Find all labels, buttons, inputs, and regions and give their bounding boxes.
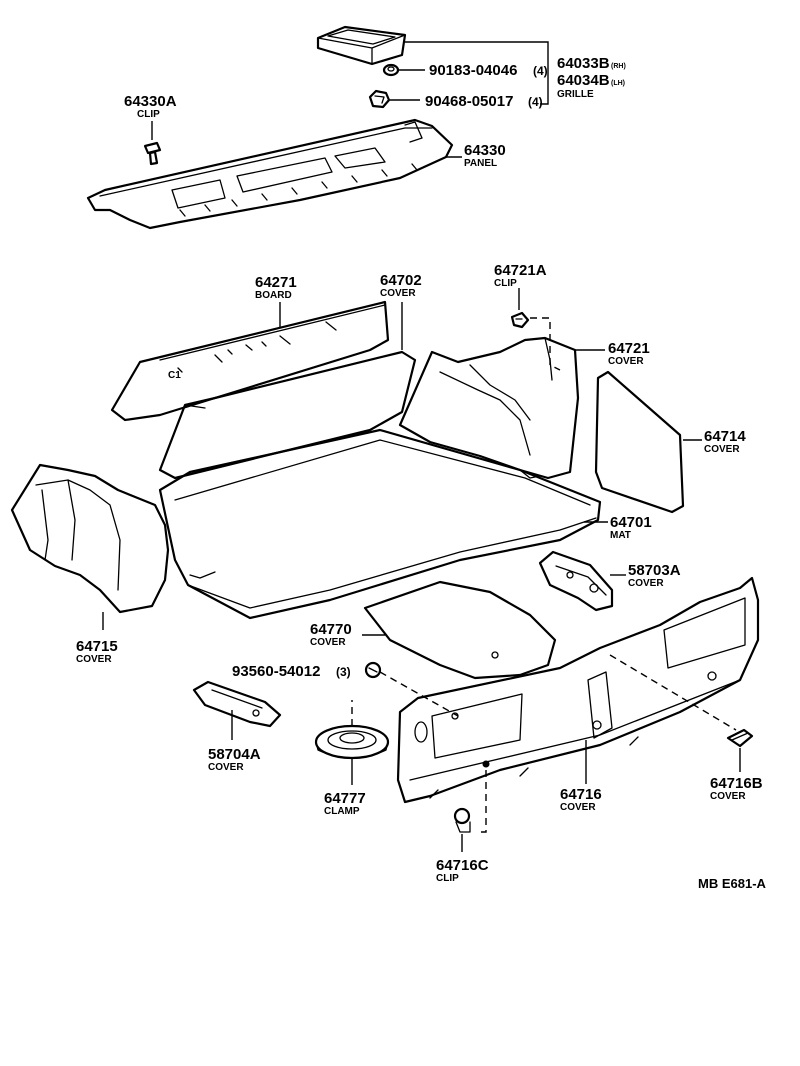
part-number-58704a: 58704A xyxy=(208,746,261,763)
clip-64330a-drawing xyxy=(143,141,162,166)
qty-90468: (4) xyxy=(528,95,543,109)
part-name-clip-64721a: CLIP xyxy=(494,278,517,289)
qty-93560: (3) xyxy=(336,665,351,679)
clip-64721a-drawing xyxy=(510,311,530,329)
part-number-58703a: 58703A xyxy=(628,562,681,579)
part-number-90468: 90468-05017 xyxy=(425,93,513,110)
part-number-93560: 93560-54012 xyxy=(232,663,320,680)
diagram-reference: MB E681-A xyxy=(698,876,767,891)
panel-64330-drawing xyxy=(86,118,454,230)
part-suffix-rh: (RH) xyxy=(611,63,626,70)
nut-drawing xyxy=(382,63,400,77)
part-name-cover-64716b: COVER xyxy=(710,791,746,802)
qty-90183: (4) xyxy=(533,64,548,78)
screw-93560-drawing xyxy=(364,661,382,679)
part-number-grille-lh: 64034B xyxy=(557,72,610,89)
part-number-64716: 64716 xyxy=(560,786,602,803)
part-number-64721a: 64721A xyxy=(494,262,547,279)
part-number-64721: 64721 xyxy=(608,340,650,357)
cover-58704a-drawing xyxy=(192,680,282,728)
board-stamp-1: C1 xyxy=(168,370,181,381)
part-number-64714: 64714 xyxy=(704,428,746,445)
part-name-grille: GRILLE xyxy=(557,89,594,100)
part-name-panel: PANEL xyxy=(464,158,497,169)
part-name-clip-64716c: CLIP xyxy=(436,873,459,884)
part-name-cover-64702: COVER xyxy=(380,288,416,299)
part-name-clip-64330a: CLIP xyxy=(137,109,160,120)
part-name-clamp: CLAMP xyxy=(324,806,360,817)
cover-64715-drawing xyxy=(10,463,170,614)
grille-drawing xyxy=(316,25,407,66)
cover-58703a-drawing xyxy=(538,550,614,612)
part-number-64701: 64701 xyxy=(610,514,652,531)
part-number-64271: 64271 xyxy=(255,274,297,291)
board-64271-drawing: C1 xyxy=(110,300,390,422)
clamp-64777-drawing xyxy=(314,724,390,760)
part-name-cover-64714: COVER xyxy=(704,444,740,455)
part-number-64330a: 64330A xyxy=(124,93,177,110)
part-suffix-lh: (LH) xyxy=(611,80,625,87)
part-name-mat: MAT xyxy=(610,530,631,541)
part-number-64770: 64770 xyxy=(310,621,352,638)
part-name-cover-64716: COVER xyxy=(560,802,596,813)
part-number-64715: 64715 xyxy=(76,638,118,655)
part-name-cover-58704a: COVER xyxy=(208,762,244,773)
clip-90468-drawing xyxy=(368,89,391,109)
cover-64716-drawing xyxy=(396,576,760,804)
part-number-64330: 64330 xyxy=(464,142,506,159)
part-name-cover-64770: COVER xyxy=(310,637,346,648)
part-name-cover-58703a: COVER xyxy=(628,578,664,589)
cover-64702-drawing xyxy=(158,350,417,480)
cover-64714-drawing xyxy=(594,370,685,514)
part-number-64716c: 64716C xyxy=(436,857,489,874)
cover-64770-drawing xyxy=(363,580,557,680)
cover-64716b-drawing xyxy=(726,728,754,748)
clip-64716c-drawing xyxy=(453,807,471,833)
part-name-cover-64721: COVER xyxy=(608,356,644,367)
part-number-64716b: 64716B xyxy=(710,775,763,792)
part-number-64033b: 90183-04046 xyxy=(429,62,517,79)
part-name-cover-64715: COVER xyxy=(76,654,112,665)
mat-64701-drawing xyxy=(158,428,602,620)
cover-64721-drawing xyxy=(398,336,580,480)
part-name-board: BOARD xyxy=(255,290,292,301)
part-number-grille-rh: 64033B xyxy=(557,55,610,72)
part-number-64702: 64702 xyxy=(380,272,422,289)
part-number-64777: 64777 xyxy=(324,790,366,807)
